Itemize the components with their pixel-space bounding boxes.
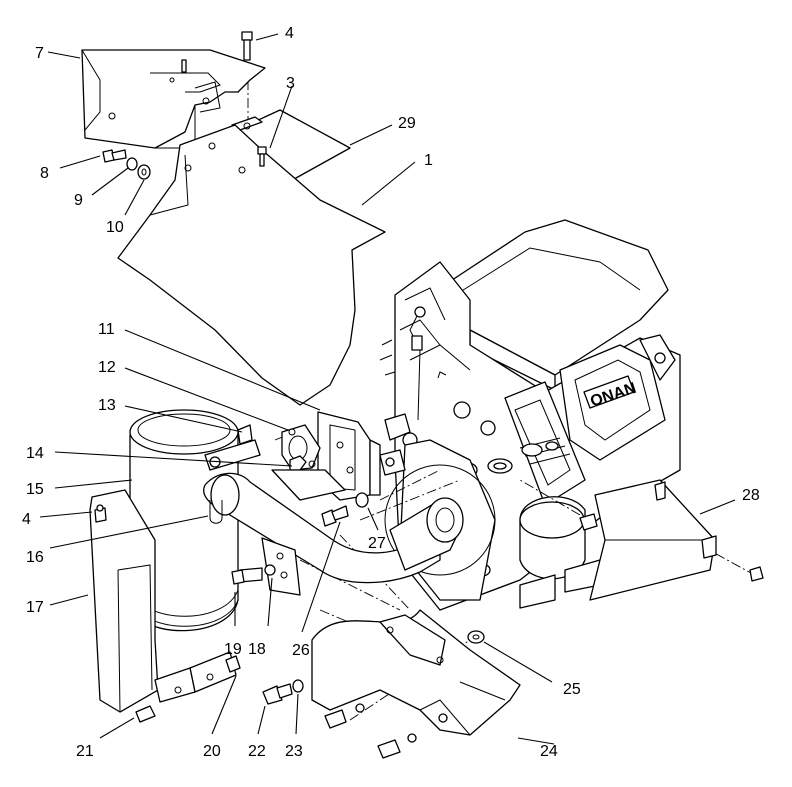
callout-7: 7 xyxy=(35,45,44,62)
callout-labels: 1 3 4 4 7 8 9 10 11 12 13 14 15 16 17 18… xyxy=(22,25,760,760)
callout-24: 24 xyxy=(540,743,558,760)
part-24-bottom-shield xyxy=(311,609,521,759)
part-14-nut xyxy=(289,455,307,471)
part-1-heat-shield xyxy=(117,124,386,406)
callout-1: 1 xyxy=(424,152,433,169)
part-16-u-bolt xyxy=(209,500,223,524)
callout-21: 21 xyxy=(76,743,94,760)
exhaust-pipe xyxy=(203,469,464,584)
callout-12: 12 xyxy=(98,359,116,376)
callout-11: 11 xyxy=(98,321,115,338)
callout-20: 20 xyxy=(203,743,221,760)
fasteners xyxy=(94,31,764,705)
callout-15: 15 xyxy=(26,481,44,498)
callout-4-top: 4 xyxy=(285,25,294,42)
engine-assembly: ONAN xyxy=(379,219,681,611)
callout-8: 8 xyxy=(40,165,49,182)
leader-lines xyxy=(39,33,736,745)
starter-motor xyxy=(519,496,586,580)
callout-27: 27 xyxy=(368,535,386,552)
part-25-washer xyxy=(467,630,485,644)
part-20-21-mount xyxy=(135,651,241,723)
callout-23: 23 xyxy=(285,743,303,760)
callout-22: 22 xyxy=(248,743,266,760)
callout-26: 26 xyxy=(292,642,310,659)
callout-4-left: 4 xyxy=(22,511,31,528)
callout-16: 16 xyxy=(26,549,44,566)
callout-29: 29 xyxy=(398,115,416,132)
callout-18: 18 xyxy=(248,641,266,658)
callout-19: 19 xyxy=(224,641,242,658)
callout-25: 25 xyxy=(563,681,581,698)
callout-28: 28 xyxy=(742,487,760,504)
callout-10: 10 xyxy=(106,219,124,236)
callout-9: 9 xyxy=(74,192,83,209)
callout-14: 14 xyxy=(26,445,44,462)
part-28-guard xyxy=(589,479,717,601)
callout-17: 17 xyxy=(26,599,44,616)
callout-13: 13 xyxy=(98,397,116,414)
callout-3: 3 xyxy=(286,75,295,92)
